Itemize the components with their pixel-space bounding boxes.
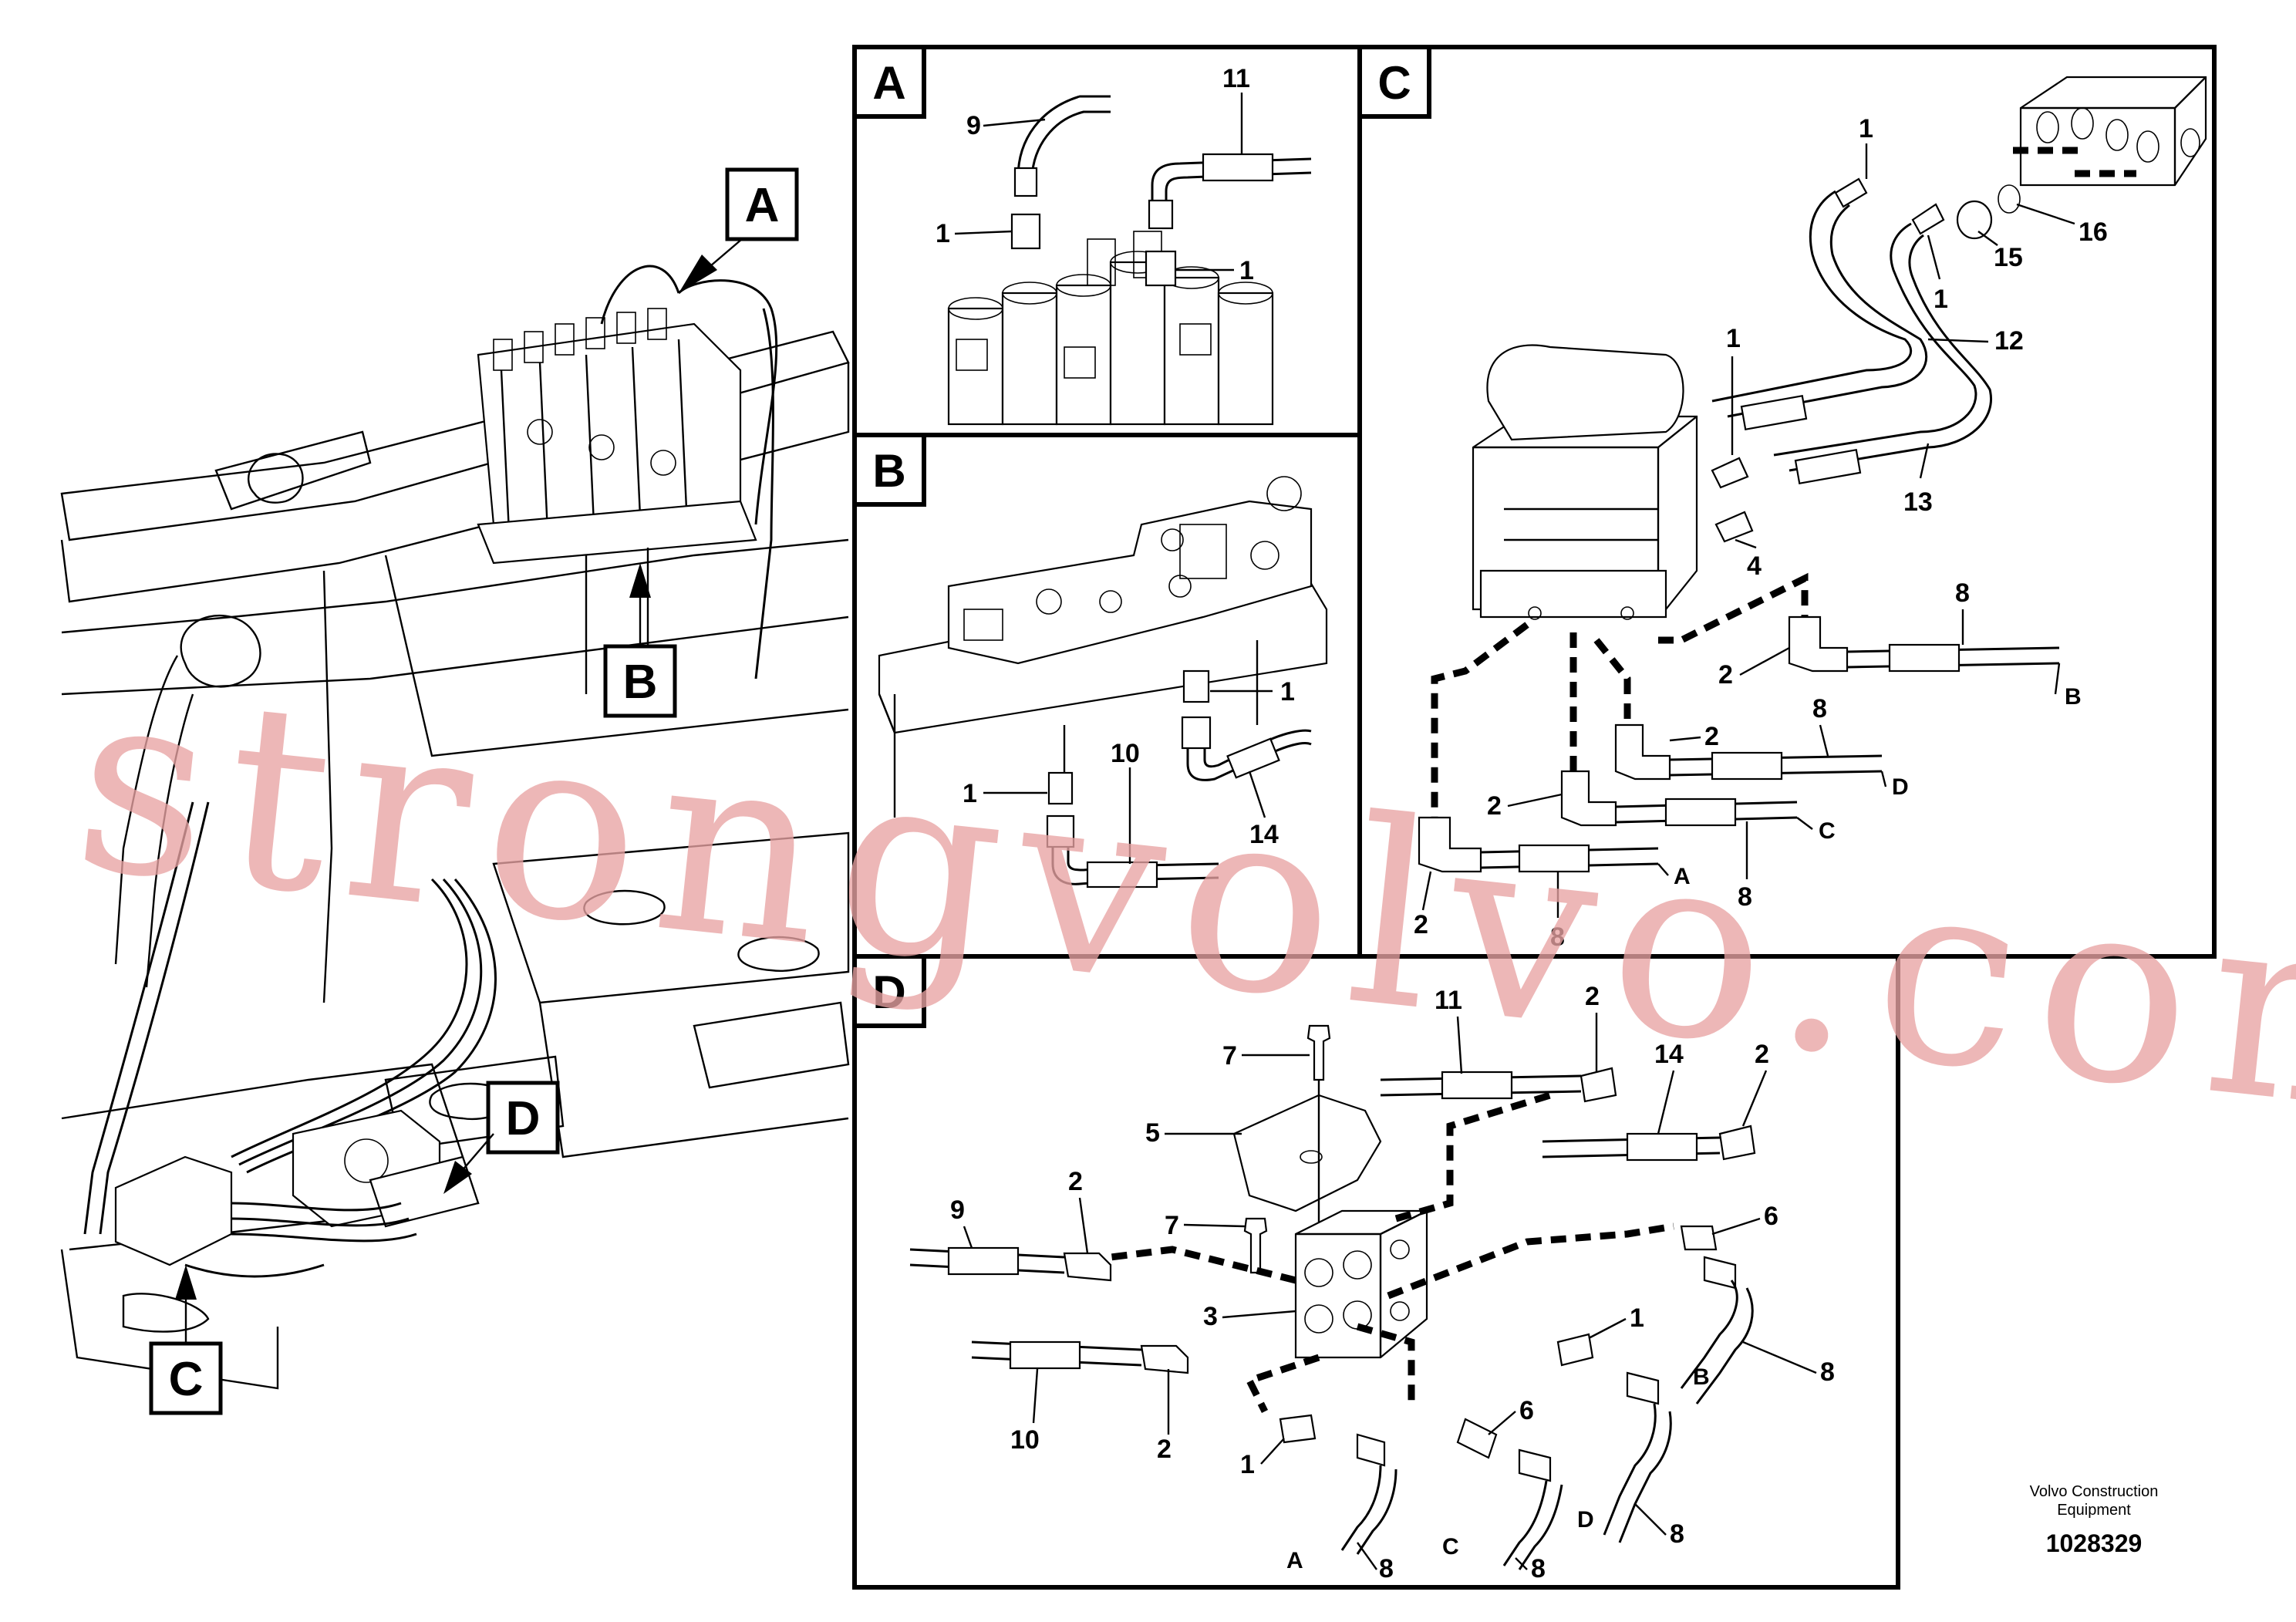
panel-letter: B	[623, 656, 658, 709]
part-label-d-14: 14	[1654, 1040, 1684, 1069]
panel-B: B 1 1 10 14	[852, 433, 1362, 959]
part-label-d-8-B: 8	[1820, 1357, 1835, 1387]
part-label-b-1-right: 1	[1280, 677, 1295, 706]
publisher-line-2: Equipment	[2057, 1502, 2131, 1519]
panel-A: A 9 11 1 1	[852, 45, 1362, 437]
part-label-c-2-c: 2	[1487, 791, 1502, 821]
callout-arrow-D	[443, 1161, 472, 1194]
part-label-c-8-d: 8	[1550, 922, 1565, 952]
part-label-b-10: 10	[1111, 739, 1140, 768]
part-label-d-7-top: 7	[1222, 1041, 1237, 1071]
panel-D-tag	[852, 954, 926, 1028]
callout-arrow-B	[629, 563, 651, 598]
part-label-c-end-C: C	[1819, 818, 1836, 844]
part-label-c-1-top: 1	[1859, 114, 1873, 143]
part-label-c-2-d: 2	[1414, 910, 1428, 939]
part-label-d-7-bot: 7	[1165, 1211, 1179, 1240]
part-label-c-12: 12	[1994, 326, 2024, 356]
panel-letter: A	[745, 179, 780, 232]
part-label-d-10: 10	[1010, 1425, 1040, 1455]
panel-letter: D	[506, 1092, 541, 1145]
part-label-d-2-right: 2	[1755, 1040, 1769, 1069]
panel-letter: D	[872, 966, 905, 1018]
callout-box-A[interactable]: A	[725, 167, 799, 241]
part-label-c-end-B: B	[2065, 684, 2082, 710]
part-label-c-2-a: 2	[1718, 660, 1733, 690]
part-label-d-8-A: 8	[1379, 1554, 1394, 1583]
part-label-d-end-A: A	[1286, 1548, 1303, 1573]
panel-letter: A	[872, 57, 905, 109]
part-label-d-2-left: 2	[1068, 1167, 1083, 1196]
part-label-d-11: 11	[1435, 986, 1462, 1015]
part-label-d-8-C: 8	[1531, 1554, 1546, 1583]
part-label-d-end-D: D	[1577, 1507, 1594, 1533]
part-label-d-end-B: B	[1693, 1364, 1710, 1390]
document-number: 1028329	[2046, 1529, 2143, 1557]
panel-B-tag	[852, 433, 926, 507]
callout-box-B[interactable]: B	[603, 644, 677, 718]
part-label-d-3: 3	[1203, 1302, 1218, 1331]
callout-arrow-A	[679, 255, 717, 293]
panel-letter: B	[872, 445, 905, 497]
panel-letter: C	[1377, 57, 1411, 109]
part-label-c-8-a: 8	[1955, 578, 1970, 608]
part-label-c-end-A: A	[1674, 864, 1691, 889]
part-label-d-8-D: 8	[1670, 1519, 1684, 1549]
part-label-b-14: 14	[1249, 820, 1279, 849]
part-label-c-15: 15	[1994, 243, 2023, 272]
panel-A-tag	[852, 45, 926, 119]
part-label-c-13: 13	[1903, 487, 1933, 517]
part-label-a-9: 9	[966, 111, 981, 140]
panel-C: C	[1357, 45, 2217, 959]
part-label-b-1-left: 1	[963, 779, 977, 808]
part-label-c-4: 4	[1747, 551, 1762, 581]
part-label-d-end-C: C	[1442, 1534, 1459, 1560]
part-label-d-6-bot: 6	[1519, 1396, 1534, 1425]
part-label-c-2-b: 2	[1704, 722, 1719, 751]
publisher-line-1: Volvo Construction	[2030, 1483, 2159, 1500]
part-label-c-1-mid: 1	[1934, 285, 1948, 314]
panel-C-tag	[1357, 45, 1431, 119]
part-label-d-5: 5	[1145, 1118, 1160, 1148]
part-label-c-16: 16	[2079, 218, 2108, 247]
part-label-d-6-right: 6	[1764, 1202, 1778, 1231]
part-label-c-end-D: D	[1892, 774, 1909, 800]
part-label-c-8-c: 8	[1738, 882, 1752, 912]
part-label-a-1-left: 1	[936, 219, 950, 248]
callout-box-D[interactable]: D	[486, 1081, 560, 1155]
part-label-d-1-right: 1	[1630, 1303, 1644, 1333]
part-label-c-1-low: 1	[1726, 324, 1741, 353]
callout-box-C[interactable]: C	[149, 1341, 223, 1415]
part-label-d-1-bot: 1	[1240, 1450, 1255, 1479]
part-label-a-11: 11	[1222, 64, 1250, 93]
part-label-d-2-bot: 2	[1157, 1435, 1172, 1464]
panel-letter: C	[169, 1353, 204, 1406]
part-label-d-9: 9	[950, 1195, 965, 1225]
part-label-c-8-b: 8	[1812, 694, 1827, 723]
callout-arrow-C	[175, 1265, 197, 1300]
part-label-d-2-top: 2	[1585, 982, 1600, 1011]
panel-D: D	[852, 954, 1900, 1590]
part-label-a-1-right: 1	[1239, 256, 1254, 285]
